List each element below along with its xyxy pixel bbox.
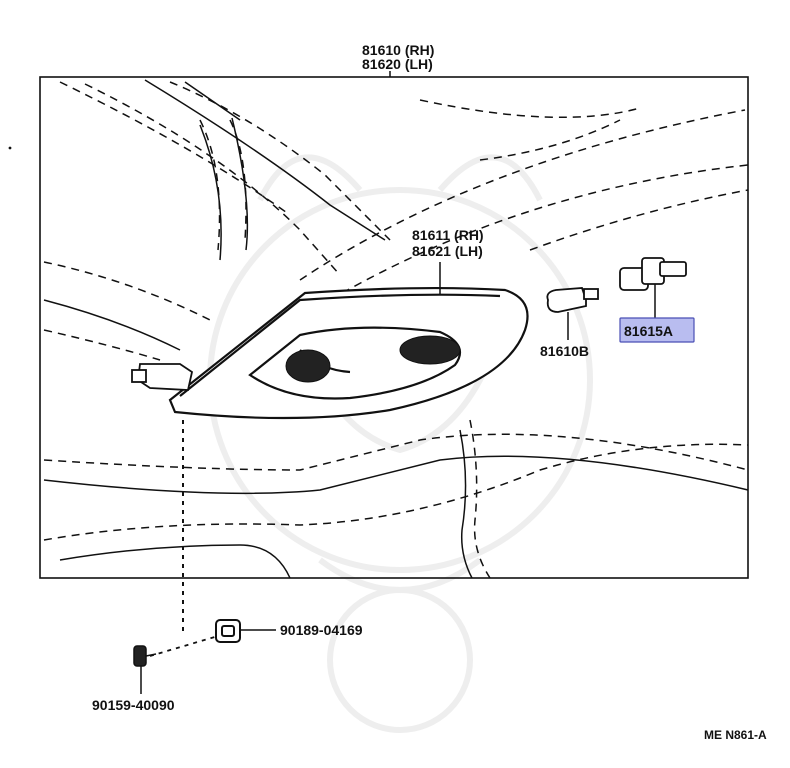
socket-label[interactable]: 81615A <box>624 323 673 339</box>
lamp-connector <box>131 363 194 391</box>
lens-rh-label: 81611 (RH) <box>412 227 484 243</box>
bulb-label[interactable]: 81610B <box>540 343 589 359</box>
lens-lh-label: 81621 (LH) <box>412 243 483 259</box>
nut-part[interactable] <box>215 619 241 643</box>
diagram-frame <box>39 76 749 579</box>
tail-lamp-lens[interactable] <box>168 286 529 420</box>
bulb-part[interactable] <box>546 287 599 313</box>
fastener-diagonal-dotted-line <box>149 635 219 657</box>
socket-part[interactable] <box>619 257 687 291</box>
screw-label[interactable]: 90159-40090 <box>92 697 175 713</box>
vehicle-body-outline <box>43 79 749 579</box>
nut-label[interactable]: 90189-04169 <box>280 622 363 638</box>
diagram-code: ME N861-A <box>704 728 767 742</box>
assembly-lh-label: 81620 (LH) <box>362 56 433 72</box>
stray-mark <box>8 146 12 150</box>
socket-label-highlight <box>619 317 695 343</box>
lens-reflector-mesh <box>285 335 461 383</box>
watermark-emblem <box>207 154 593 733</box>
screw-part[interactable] <box>133 645 157 667</box>
assembly-rh-label: 81610 (RH) <box>362 42 434 58</box>
